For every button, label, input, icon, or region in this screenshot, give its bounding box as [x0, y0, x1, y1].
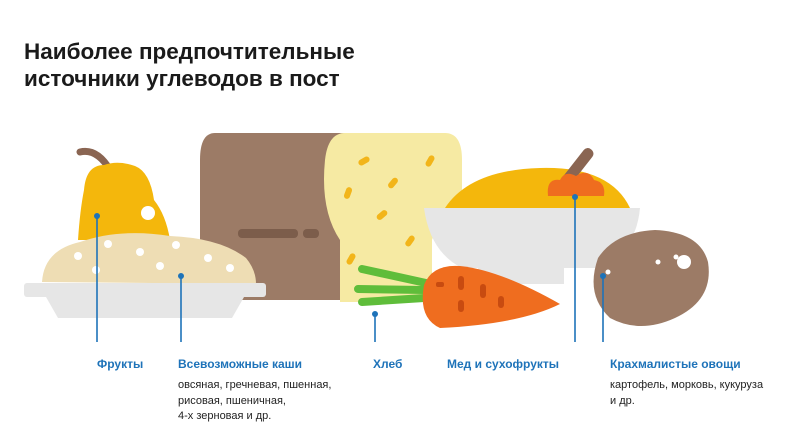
page-title: Наиболее предпочтительные источники угле… — [24, 38, 355, 92]
label-honey-dried-fruits: Мед и сухофрукты — [447, 357, 560, 371]
carrot-illustration — [354, 265, 560, 328]
label-fruits: Фрукты — [97, 357, 144, 371]
pointer-lines — [96, 197, 604, 342]
potato-illustration — [593, 230, 709, 326]
title-line-1: Наиболее предпочтительные — [24, 39, 355, 64]
description-porridge-line: овсяная, гречневая, пшенная, — [178, 379, 332, 391]
description-starchy-vegetables: картофель, морковь, кукуруза и др. — [610, 378, 763, 409]
pointer-dots — [94, 194, 606, 317]
honey-bowl-illustration — [424, 148, 640, 284]
label-starchy-vegetables: Крахмалистые овощи — [610, 357, 741, 371]
description-porridge-line: рисовая, пшеничная, — [178, 394, 286, 407]
porridge-plate-illustration — [24, 147, 266, 318]
label-bread: Хлеб — [373, 357, 403, 371]
description-porridge: овсяная, гречневая, пшенная, рисовая, пш… — [178, 378, 331, 425]
description-starchy-line: и др. — [610, 394, 635, 407]
title-line-2: источники углеводов в пост — [24, 66, 340, 91]
description-porridge-line: 4-х зерновая и др. — [178, 410, 272, 422]
description-starchy-line: картофель, морковь, кукуруза — [610, 379, 764, 391]
label-porridge: Всевозможные каши — [178, 357, 303, 371]
